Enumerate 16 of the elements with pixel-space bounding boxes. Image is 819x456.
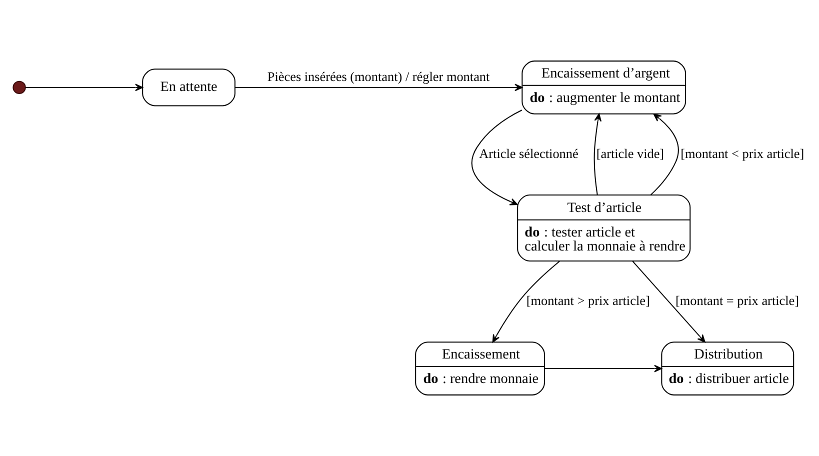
arrow bbox=[492, 260, 560, 343]
edge-label: Article sélectionné bbox=[479, 146, 578, 161]
edge-label: [montant = prix article] bbox=[676, 293, 800, 308]
arrow bbox=[650, 114, 679, 196]
arrow bbox=[235, 84, 523, 92]
edge-label: Pièces insérées (montant) / régler montant bbox=[267, 68, 490, 84]
arrow bbox=[471, 110, 522, 206]
node-box: En attente bbox=[142, 68, 236, 106]
arrow bbox=[632, 260, 706, 343]
edge-label: [montant < prix article] bbox=[680, 146, 804, 161]
edge-label: [montant > prix article] bbox=[526, 293, 650, 308]
arrow bbox=[26, 84, 144, 92]
edge-label: [article vide] bbox=[596, 146, 664, 161]
node-circle bbox=[12, 80, 26, 94]
arrow bbox=[594, 113, 602, 195]
arrow bbox=[544, 364, 662, 372]
